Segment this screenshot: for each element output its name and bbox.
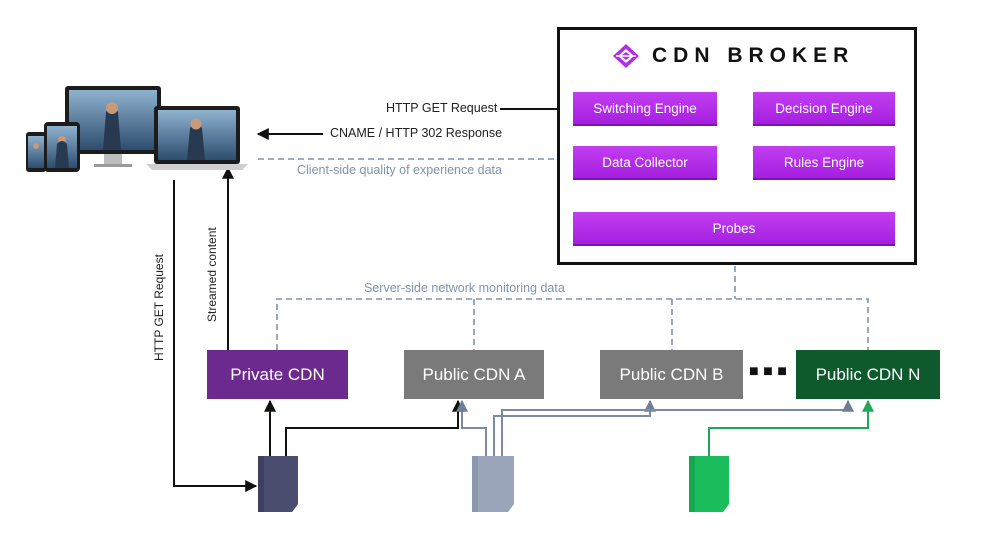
server-side-monitoring-label: Server-side network monitoring data xyxy=(364,281,565,295)
public-cdn-n-box: Public CDN N xyxy=(796,350,940,399)
rules-engine-box: Rules Engine xyxy=(753,146,895,180)
streamed-content-label: Streamed content xyxy=(205,227,219,322)
http-get-vertical-label: HTTP GET Request xyxy=(152,254,166,361)
public-cdn-a-box: Public CDN A xyxy=(404,350,544,399)
probes-box: Probes xyxy=(573,212,895,246)
http-get-label: HTTP GET Request xyxy=(386,101,498,115)
public-origin-server-icon xyxy=(472,456,514,512)
device-http-get-line xyxy=(173,180,258,492)
data-collector-box: Data Collector xyxy=(573,146,717,180)
private-origin-server-icon xyxy=(258,456,298,512)
broker-title: CDN BROKER xyxy=(652,44,855,67)
public-cdn-b-box: Public CDN B xyxy=(600,350,743,399)
cdn-broker-logo-icon xyxy=(613,44,639,68)
green-origin-server-icon xyxy=(689,456,729,512)
server-side-monitoring-lines xyxy=(276,298,869,350)
decision-engine-box: Decision Engine xyxy=(753,92,895,126)
devices-icon xyxy=(26,86,248,172)
cname-response-label: CNAME / HTTP 302 Response xyxy=(330,126,503,140)
switching-engine-box: Switching Engine xyxy=(573,92,717,126)
ellipsis-dots: ■ ■ ■ xyxy=(749,363,787,380)
private-cdn-box: Private CDN xyxy=(207,350,348,399)
qoe-data-label: Client-side quality of experience data xyxy=(297,163,502,177)
